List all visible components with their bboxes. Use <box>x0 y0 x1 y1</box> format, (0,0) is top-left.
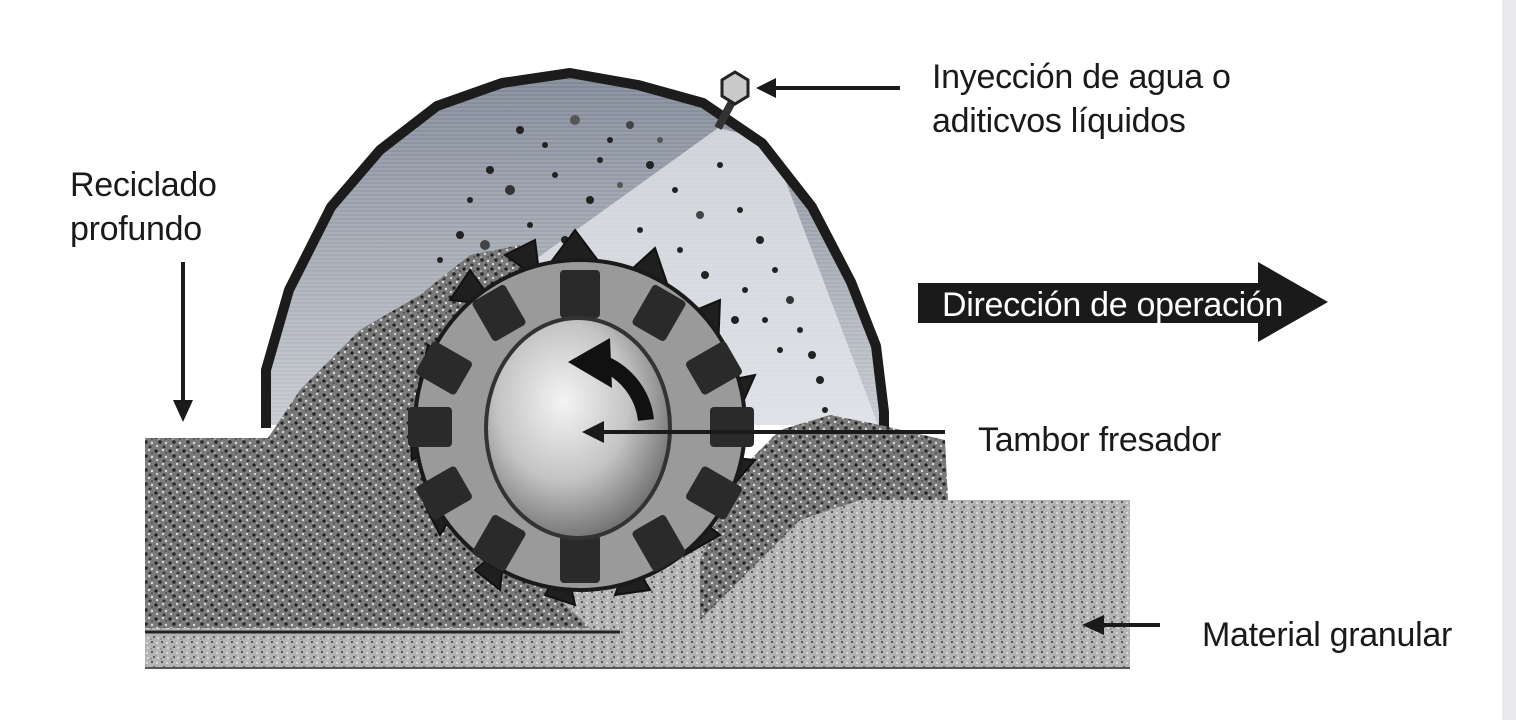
rotation-arrow-icon <box>568 338 654 422</box>
mixed-material <box>700 415 948 620</box>
granular-pointer-arrow <box>1082 615 1160 635</box>
milling-drum-label: Tambor fresador <box>978 421 1222 459</box>
deep-recycling-label: Reciclado profundo <box>70 163 217 251</box>
drum-pointer-arrow <box>582 421 945 443</box>
recycle-label-line1: Reciclado <box>70 166 217 204</box>
injection-label: Inyección de agua o aditicvos líquidos <box>932 55 1231 143</box>
injection-pointer-arrow <box>756 78 900 98</box>
drum-blocks <box>408 270 754 583</box>
hood-outline <box>261 68 889 428</box>
spray-cone <box>500 128 880 425</box>
injection-label-line1: Inyección de agua o <box>932 58 1231 96</box>
drum-core <box>484 316 672 540</box>
direction-arrow <box>918 262 1328 342</box>
pointer-arrows <box>173 78 1160 635</box>
direction-label: Dirección de operación <box>942 286 1284 324</box>
granular-material-label: Material granular <box>1202 616 1453 654</box>
recycle-label-line2: profundo <box>70 210 202 248</box>
recycle-pointer-arrow <box>173 262 193 422</box>
right-margin-strip <box>1502 0 1516 720</box>
injection-label-line2: aditicvos líquidos <box>932 102 1186 140</box>
milling-drum <box>408 228 757 607</box>
nozzle-icon <box>714 70 750 130</box>
